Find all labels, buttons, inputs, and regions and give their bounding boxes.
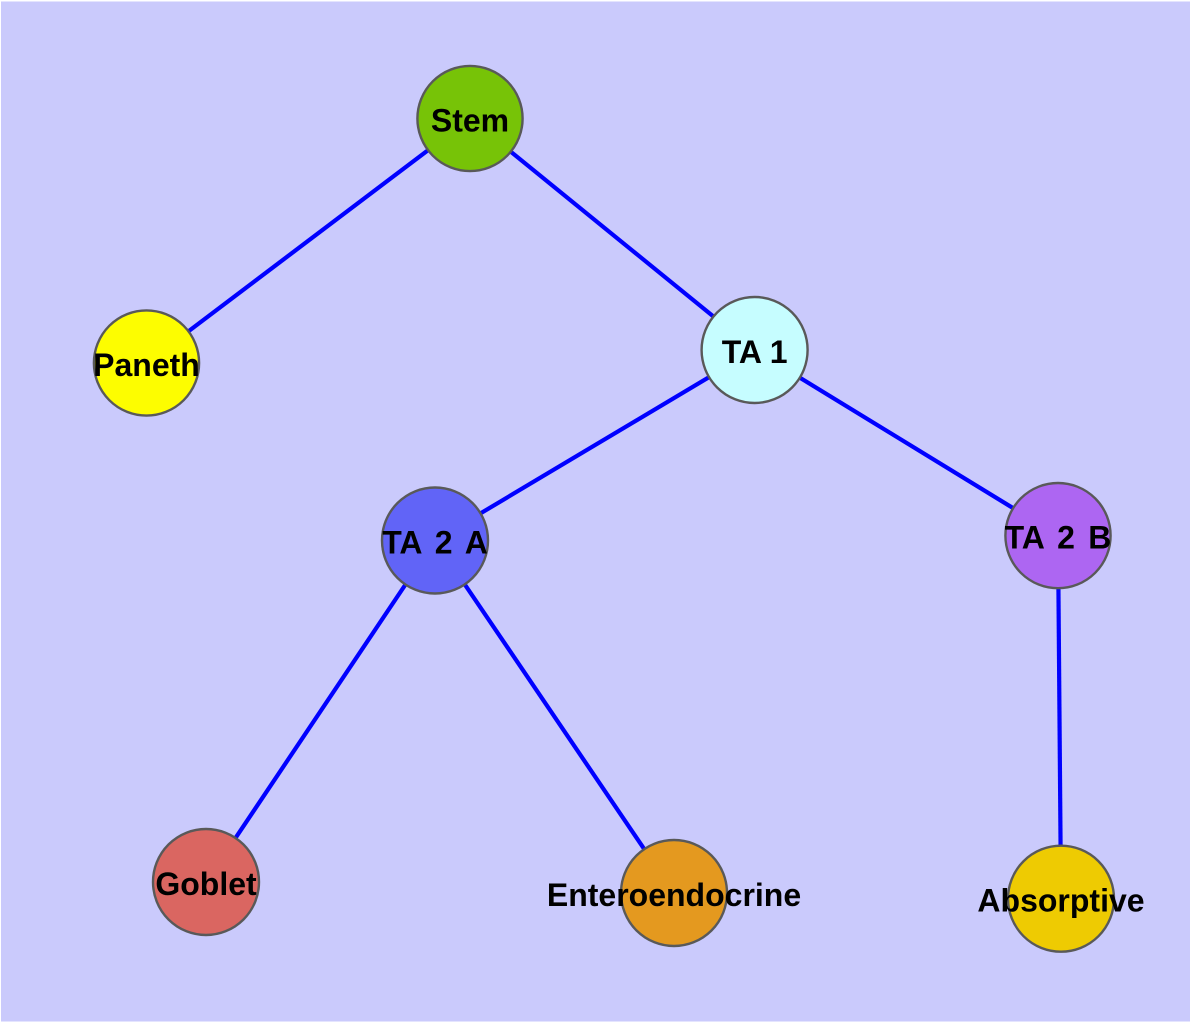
svg-text:Stem: Stem <box>431 103 509 139</box>
svg-text:TA 1: TA 1 <box>722 334 788 370</box>
svg-text:Enteroendocrine: Enteroendocrine <box>547 877 801 913</box>
svg-text:Goblet: Goblet <box>155 866 257 902</box>
svg-text:TA 2 B: TA 2 B <box>1005 520 1112 556</box>
svg-text:Paneth: Paneth <box>93 347 200 383</box>
svg-text:Absorptive: Absorptive <box>977 883 1144 919</box>
svg-text:TA 2 A: TA 2 A <box>382 525 488 561</box>
